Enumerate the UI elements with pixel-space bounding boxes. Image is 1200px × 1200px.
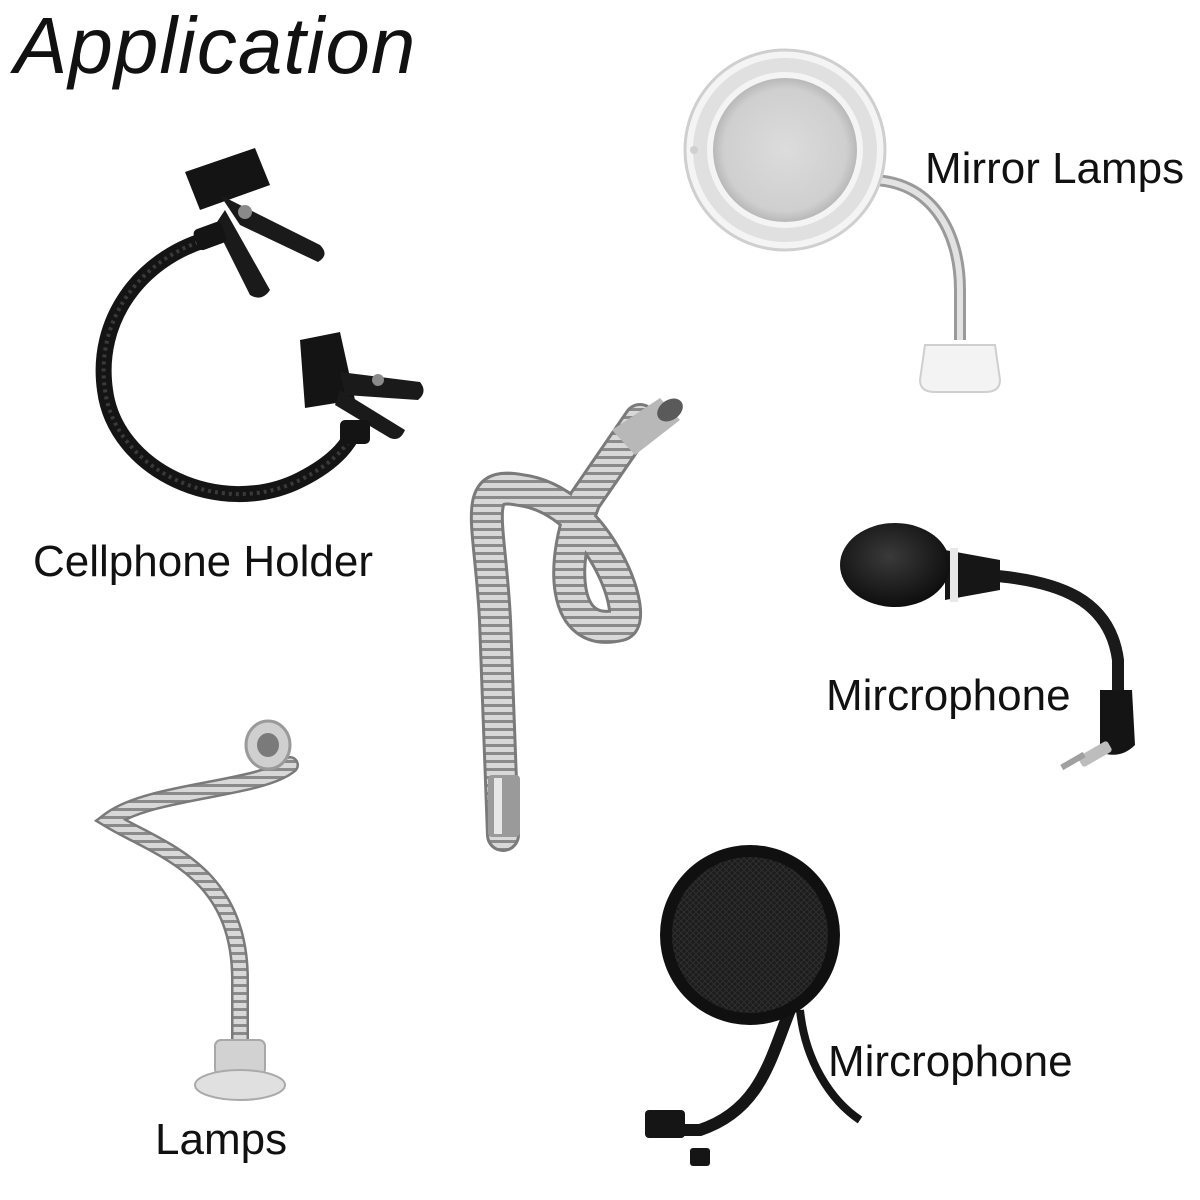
label-lamps: Lamps: [155, 1115, 288, 1164]
pop-filter-image: [645, 845, 863, 1166]
cellphone-holder-image: [95, 148, 424, 503]
page-title: Application: [14, 1, 417, 90]
lamp-gooseneck-image: [93, 719, 299, 1101]
gooseneck-tube-image: [469, 398, 683, 852]
label-microphone-bottom: Mircrophone: [828, 1037, 1073, 1086]
label-cellphone-holder: Cellphone Holder: [33, 537, 373, 586]
foam-microphone-image: [840, 523, 1135, 771]
label-mirror-lamps: Mirror Lamps: [925, 144, 1185, 193]
label-microphone-top: Mircrophone: [826, 671, 1071, 720]
mirror-lamp-image: [683, 48, 1002, 393]
